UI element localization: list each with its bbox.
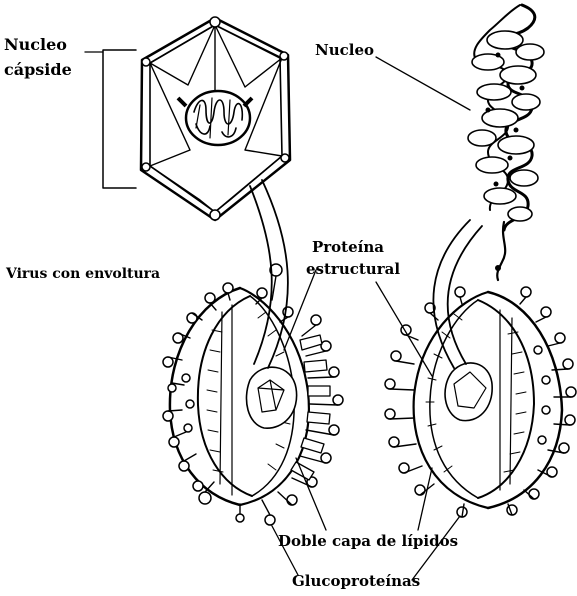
structural-protein-label-line2: estructural <box>306 260 400 278</box>
nucleus-label: Nucleo <box>315 41 374 59</box>
nucleus-leader-line <box>376 57 470 110</box>
structural-protein-label-line1: Proteína <box>312 238 384 256</box>
glycoproteins-label: Glucoproteínas <box>292 572 420 590</box>
capsid-genome <box>186 91 250 145</box>
left-enveloped-virus <box>163 264 343 525</box>
nucleocapsid-label-line2: cápside <box>4 60 72 79</box>
helical-coils <box>468 31 544 221</box>
helical-nucleocapsid <box>468 5 544 280</box>
nucleocapsid-bracket <box>85 50 136 188</box>
right-enveloped-virus <box>385 287 576 517</box>
nucleocapsid-label-line1: Nucleo <box>4 35 67 54</box>
capsid-to-left-virus-connector <box>250 180 288 368</box>
icosahedral-capsid <box>141 17 290 220</box>
lipid-bilayer-label: Doble capa de lípidos <box>278 532 458 550</box>
enveloped-virus-label: Virus con envoltura <box>5 266 160 282</box>
